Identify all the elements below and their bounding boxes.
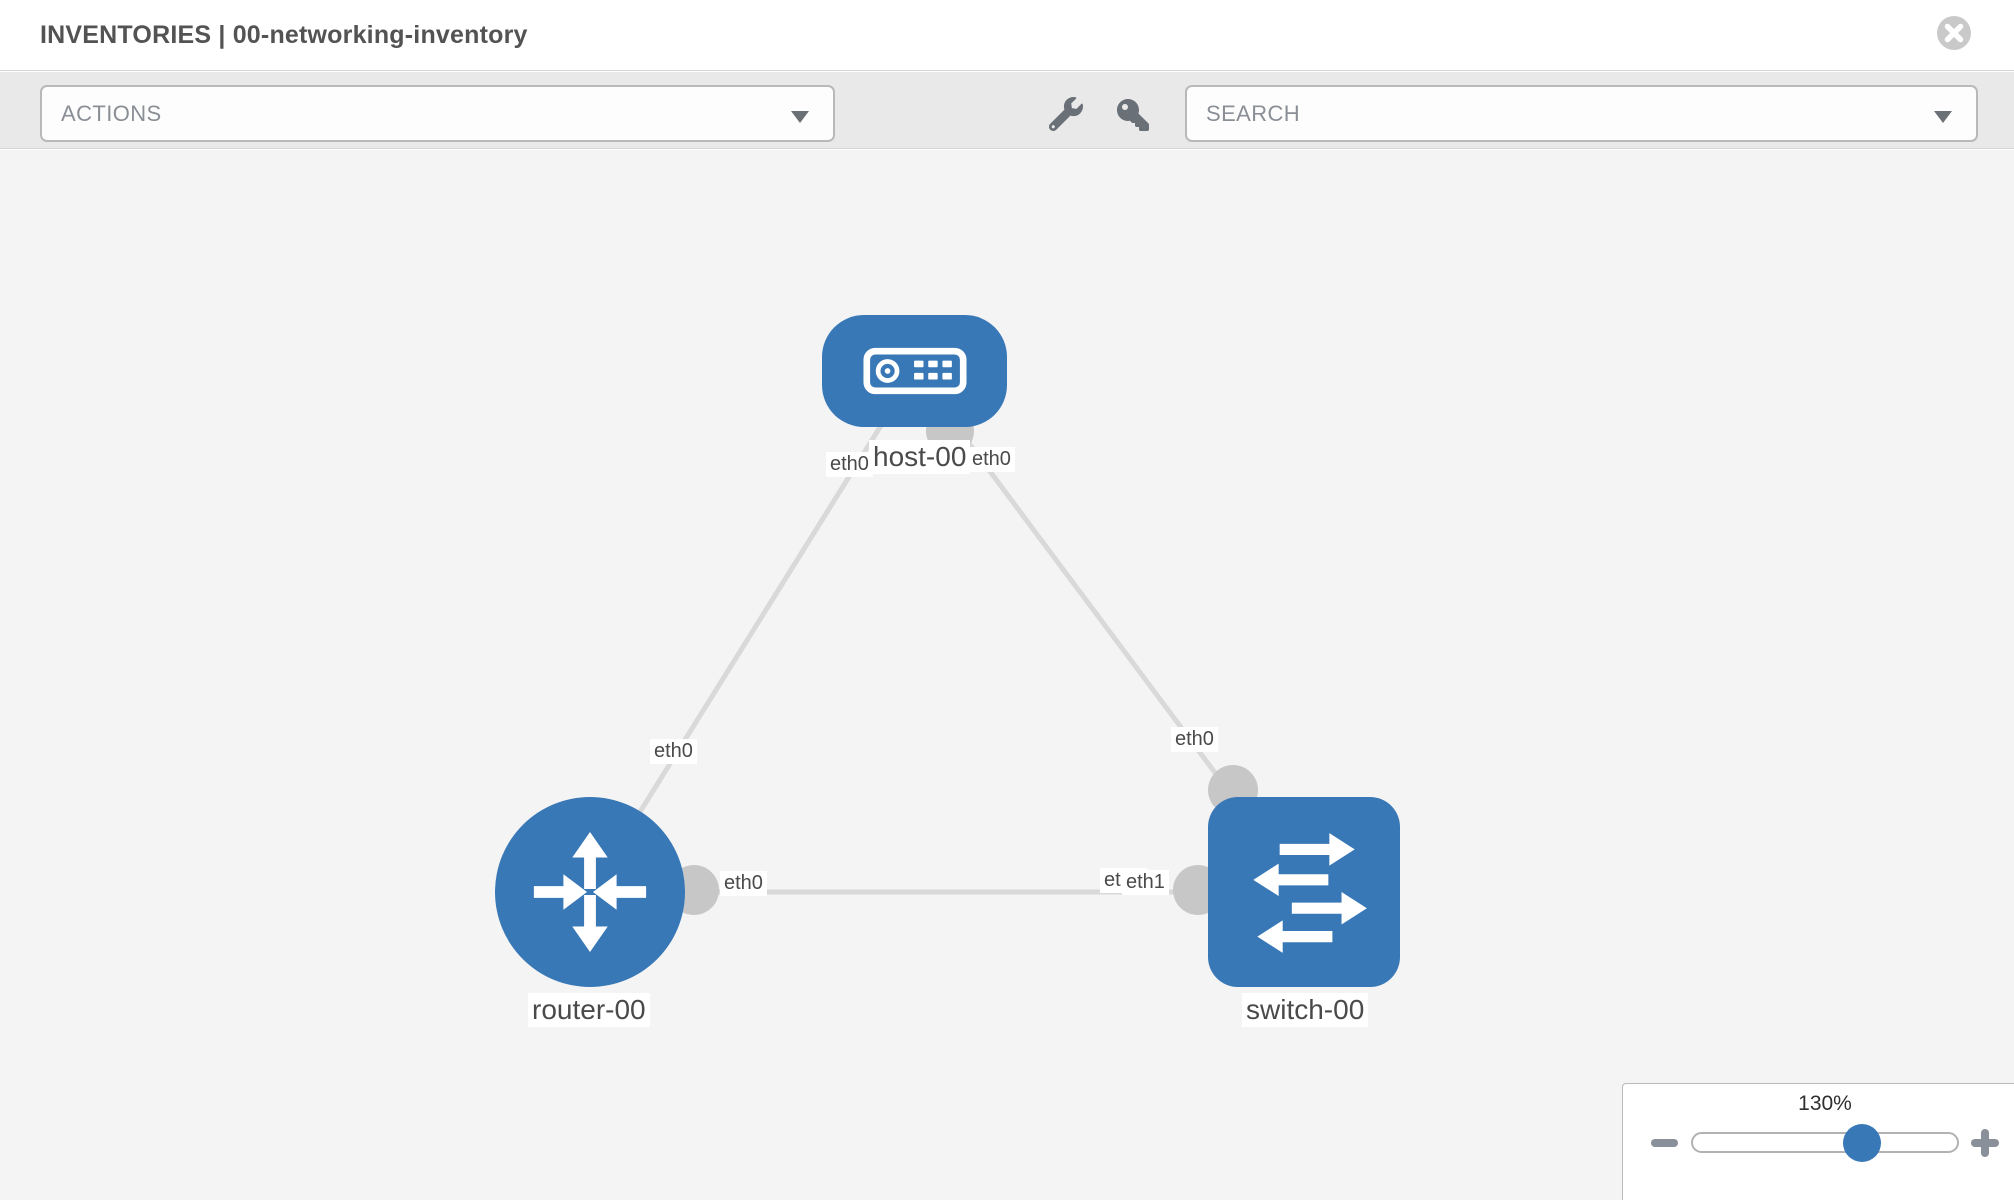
interface-label: eth1 <box>1122 870 1169 895</box>
search-dropdown[interactable]: SEARCH <box>1185 85 1978 142</box>
zoom-control-panel: 130% <box>1622 1083 2014 1200</box>
interface-label: eth0 <box>650 739 697 764</box>
page-title: INVENTORIES | 00-networking-inventory <box>40 21 528 49</box>
search-placeholder: SEARCH <box>1206 100 1301 126</box>
node-label-host-00: host-00 <box>869 440 971 475</box>
node-host-00[interactable] <box>822 315 1007 427</box>
key-icon[interactable] <box>1117 99 1149 131</box>
zoom-level-value: 130% <box>1798 1092 1852 1115</box>
switch-icon <box>1253 833 1367 953</box>
node-label-router-00: router-00 <box>528 993 650 1028</box>
zoom-slider-thumb[interactable] <box>1843 1124 1881 1162</box>
close-icon[interactable] <box>1936 15 1972 51</box>
node-router-00[interactable] <box>495 797 685 987</box>
topology-canvas[interactable]: host-00 router-00 switch-00 eth0 eth0 et… <box>0 150 2014 1200</box>
node-label-switch-00: switch-00 <box>1242 993 1369 1028</box>
zoom-out-button[interactable] <box>1651 1139 1678 1147</box>
toolbar: ACTIONS SEARCH <box>0 72 2014 149</box>
interface-label: eth0 <box>1171 727 1218 752</box>
zoom-slider-track[interactable] <box>1691 1132 1959 1153</box>
node-switch-00[interactable] <box>1208 797 1400 987</box>
interface-label: eth0 <box>968 447 1015 472</box>
wrench-icon[interactable] <box>1049 97 1083 131</box>
actions-dropdown[interactable]: ACTIONS <box>40 85 835 142</box>
header: INVENTORIES | 00-networking-inventory <box>0 0 2014 71</box>
router-icon <box>533 831 647 953</box>
topology-links <box>587 369 1307 915</box>
interface-label: eth0 <box>720 871 767 896</box>
zoom-in-button[interactable] <box>1971 1129 1999 1157</box>
chevron-down-icon <box>791 111 809 123</box>
actions-dropdown-label: ACTIONS <box>61 100 162 126</box>
interface-label: eth0 <box>826 452 873 477</box>
chevron-down-icon <box>1934 111 1952 123</box>
host-icon <box>862 347 967 395</box>
